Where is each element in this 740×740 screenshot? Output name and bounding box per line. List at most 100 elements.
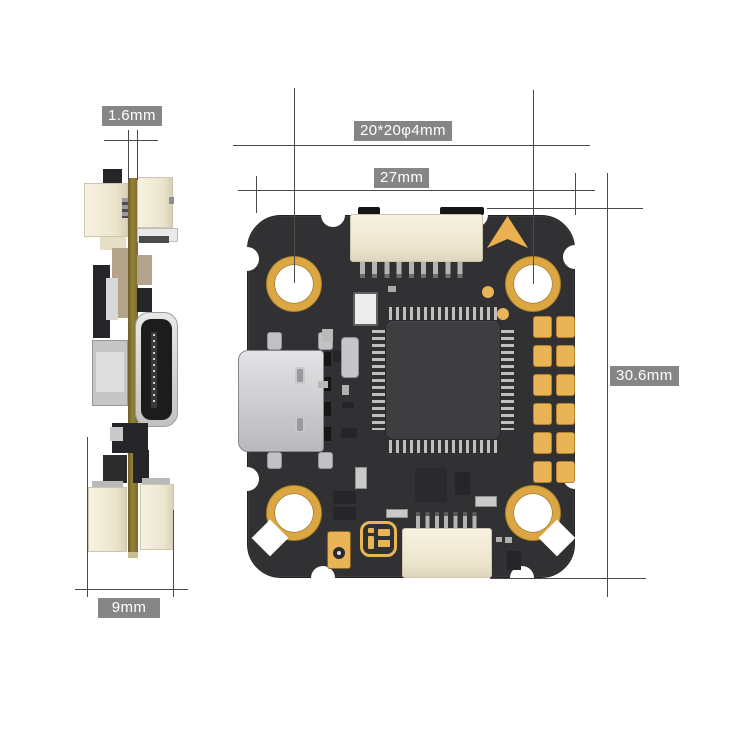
extension-line-pcb-left bbox=[128, 130, 129, 180]
edge-notch bbox=[235, 467, 259, 491]
usb-shell-slot bbox=[295, 367, 305, 384]
side-top-right-connector bbox=[137, 177, 173, 228]
small-component bbox=[507, 551, 521, 570]
extension-line-board-right bbox=[575, 173, 576, 215]
mcu-pins-right bbox=[501, 330, 514, 430]
usb-c-port bbox=[238, 350, 324, 452]
solder-pad bbox=[534, 433, 551, 453]
bottom-connector-pin-tips bbox=[416, 512, 482, 517]
solder-pad bbox=[534, 375, 551, 395]
side-black-clip-right bbox=[137, 288, 152, 312]
small-component bbox=[505, 537, 512, 543]
side-connector-latch bbox=[169, 197, 174, 204]
extension-line-side-left bbox=[87, 437, 88, 597]
mounting-hole-bottom-right bbox=[506, 486, 560, 540]
solder-pad bbox=[557, 404, 574, 424]
mcu-pins-top bbox=[389, 307, 497, 320]
side-bottom-right-connector bbox=[140, 484, 174, 550]
iflight-logo-icon bbox=[360, 521, 397, 557]
logo-bar bbox=[378, 529, 390, 536]
dimension-line-width bbox=[238, 190, 595, 191]
side-bottom-left-connector bbox=[88, 487, 127, 552]
small-component bbox=[496, 537, 502, 542]
small-component bbox=[318, 381, 328, 388]
logo-bar bbox=[368, 536, 374, 549]
label-board-width: 27mm bbox=[374, 168, 430, 188]
usb-mount-leg bbox=[318, 452, 333, 469]
logo-bar bbox=[378, 540, 390, 547]
gold-via bbox=[497, 308, 509, 320]
label-pcb-thickness: 1.6mm bbox=[102, 106, 162, 126]
side-bottom-left-cap bbox=[92, 481, 123, 489]
top-connector-pin-tips bbox=[360, 274, 470, 278]
boot-button-dot bbox=[337, 551, 341, 555]
ic-chip bbox=[333, 507, 356, 520]
dimension-line-thickness bbox=[104, 140, 158, 141]
edge-notch bbox=[311, 566, 335, 590]
side-lower-component-d bbox=[103, 455, 127, 483]
small-component bbox=[322, 329, 333, 342]
dimension-line-height bbox=[607, 173, 608, 597]
label-side-width: 9mm bbox=[98, 598, 160, 618]
side-usb-c-contacts bbox=[153, 334, 155, 406]
solder-pad bbox=[534, 317, 551, 337]
mcu-chip bbox=[385, 320, 501, 440]
dimension-line-mounting bbox=[233, 145, 590, 146]
solder-pad bbox=[534, 462, 551, 482]
solder-pad bbox=[534, 346, 551, 366]
usb-solder-tabs bbox=[322, 352, 331, 452]
side-bottom-right-cap bbox=[142, 478, 170, 486]
extension-line-pcb-right bbox=[137, 130, 138, 180]
resistor-component bbox=[355, 467, 367, 489]
top-connector-tab bbox=[440, 207, 484, 215]
solder-pad bbox=[557, 433, 574, 453]
mcu-pins-left bbox=[372, 330, 385, 430]
edge-notch bbox=[563, 245, 587, 269]
side-lower-component-c bbox=[133, 450, 149, 483]
usb-mount-leg bbox=[267, 332, 282, 350]
small-component bbox=[342, 385, 349, 395]
solder-pad bbox=[557, 346, 574, 366]
extension-line-board-left bbox=[256, 176, 257, 213]
side-pcb-tip bbox=[128, 552, 138, 558]
usb-mount-leg bbox=[267, 452, 282, 469]
side-black-bracket bbox=[93, 265, 110, 338]
solder-pad bbox=[534, 404, 551, 424]
extension-line-hole-right bbox=[533, 90, 534, 284]
small-component bbox=[388, 286, 396, 292]
top-connector-pins bbox=[360, 262, 470, 275]
side-lower-component-b bbox=[110, 427, 123, 441]
label-board-height: 30.6mm bbox=[610, 366, 679, 386]
usb-shell-slot bbox=[295, 416, 305, 433]
ic-chip bbox=[455, 472, 470, 495]
extension-line-side-right bbox=[173, 510, 174, 597]
mcu-pins-bottom bbox=[389, 440, 497, 453]
oscillator-component bbox=[353, 292, 378, 326]
solder-pad bbox=[557, 375, 574, 395]
side-top-left-connector-base bbox=[100, 237, 126, 250]
bottom-connector-pins bbox=[416, 516, 482, 530]
resistor-component bbox=[475, 496, 497, 507]
solder-pad bbox=[557, 317, 574, 337]
gold-via bbox=[482, 286, 494, 298]
side-tan-block-right bbox=[137, 255, 152, 285]
side-pin-stack bbox=[122, 198, 128, 218]
small-component bbox=[333, 351, 341, 362]
ic-chip bbox=[415, 468, 447, 503]
resistor-component bbox=[386, 509, 408, 518]
capacitor-component bbox=[341, 337, 359, 378]
ic-chip bbox=[333, 491, 356, 504]
bottom-jst-connector bbox=[402, 528, 492, 578]
top-jst-connector bbox=[350, 214, 483, 262]
side-silver-box-face bbox=[96, 352, 124, 392]
solder-pad-grid bbox=[534, 317, 574, 482]
solder-pad bbox=[557, 462, 574, 482]
extension-line-board-bottom bbox=[490, 578, 646, 579]
extension-line-board-top bbox=[487, 208, 643, 209]
dimension-line-side-width bbox=[75, 589, 188, 590]
top-connector-tab bbox=[358, 207, 380, 215]
side-top-chip bbox=[103, 169, 122, 186]
small-component bbox=[341, 428, 357, 438]
side-top-right-base-shadow bbox=[139, 236, 169, 243]
